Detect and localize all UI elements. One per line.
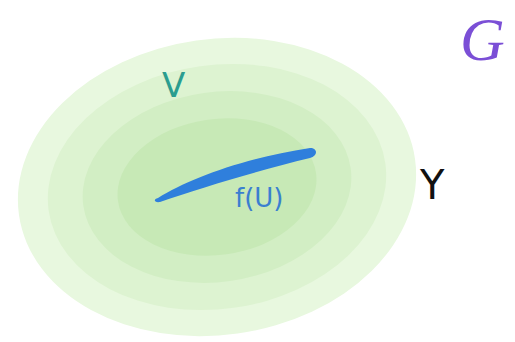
region-shade [70,74,364,300]
space-label: Y [420,165,444,205]
image-set: f(U) [150,140,315,220]
region-shade [32,43,403,332]
open-set-region: Vf(U) [15,35,420,340]
region-shade [0,13,436,342]
set-label: f(U) [235,185,283,211]
set-label: V [162,68,185,102]
region-shade [109,106,326,269]
image-shape [150,140,315,220]
topology-label: G [460,8,505,70]
region-outline [15,35,420,340]
